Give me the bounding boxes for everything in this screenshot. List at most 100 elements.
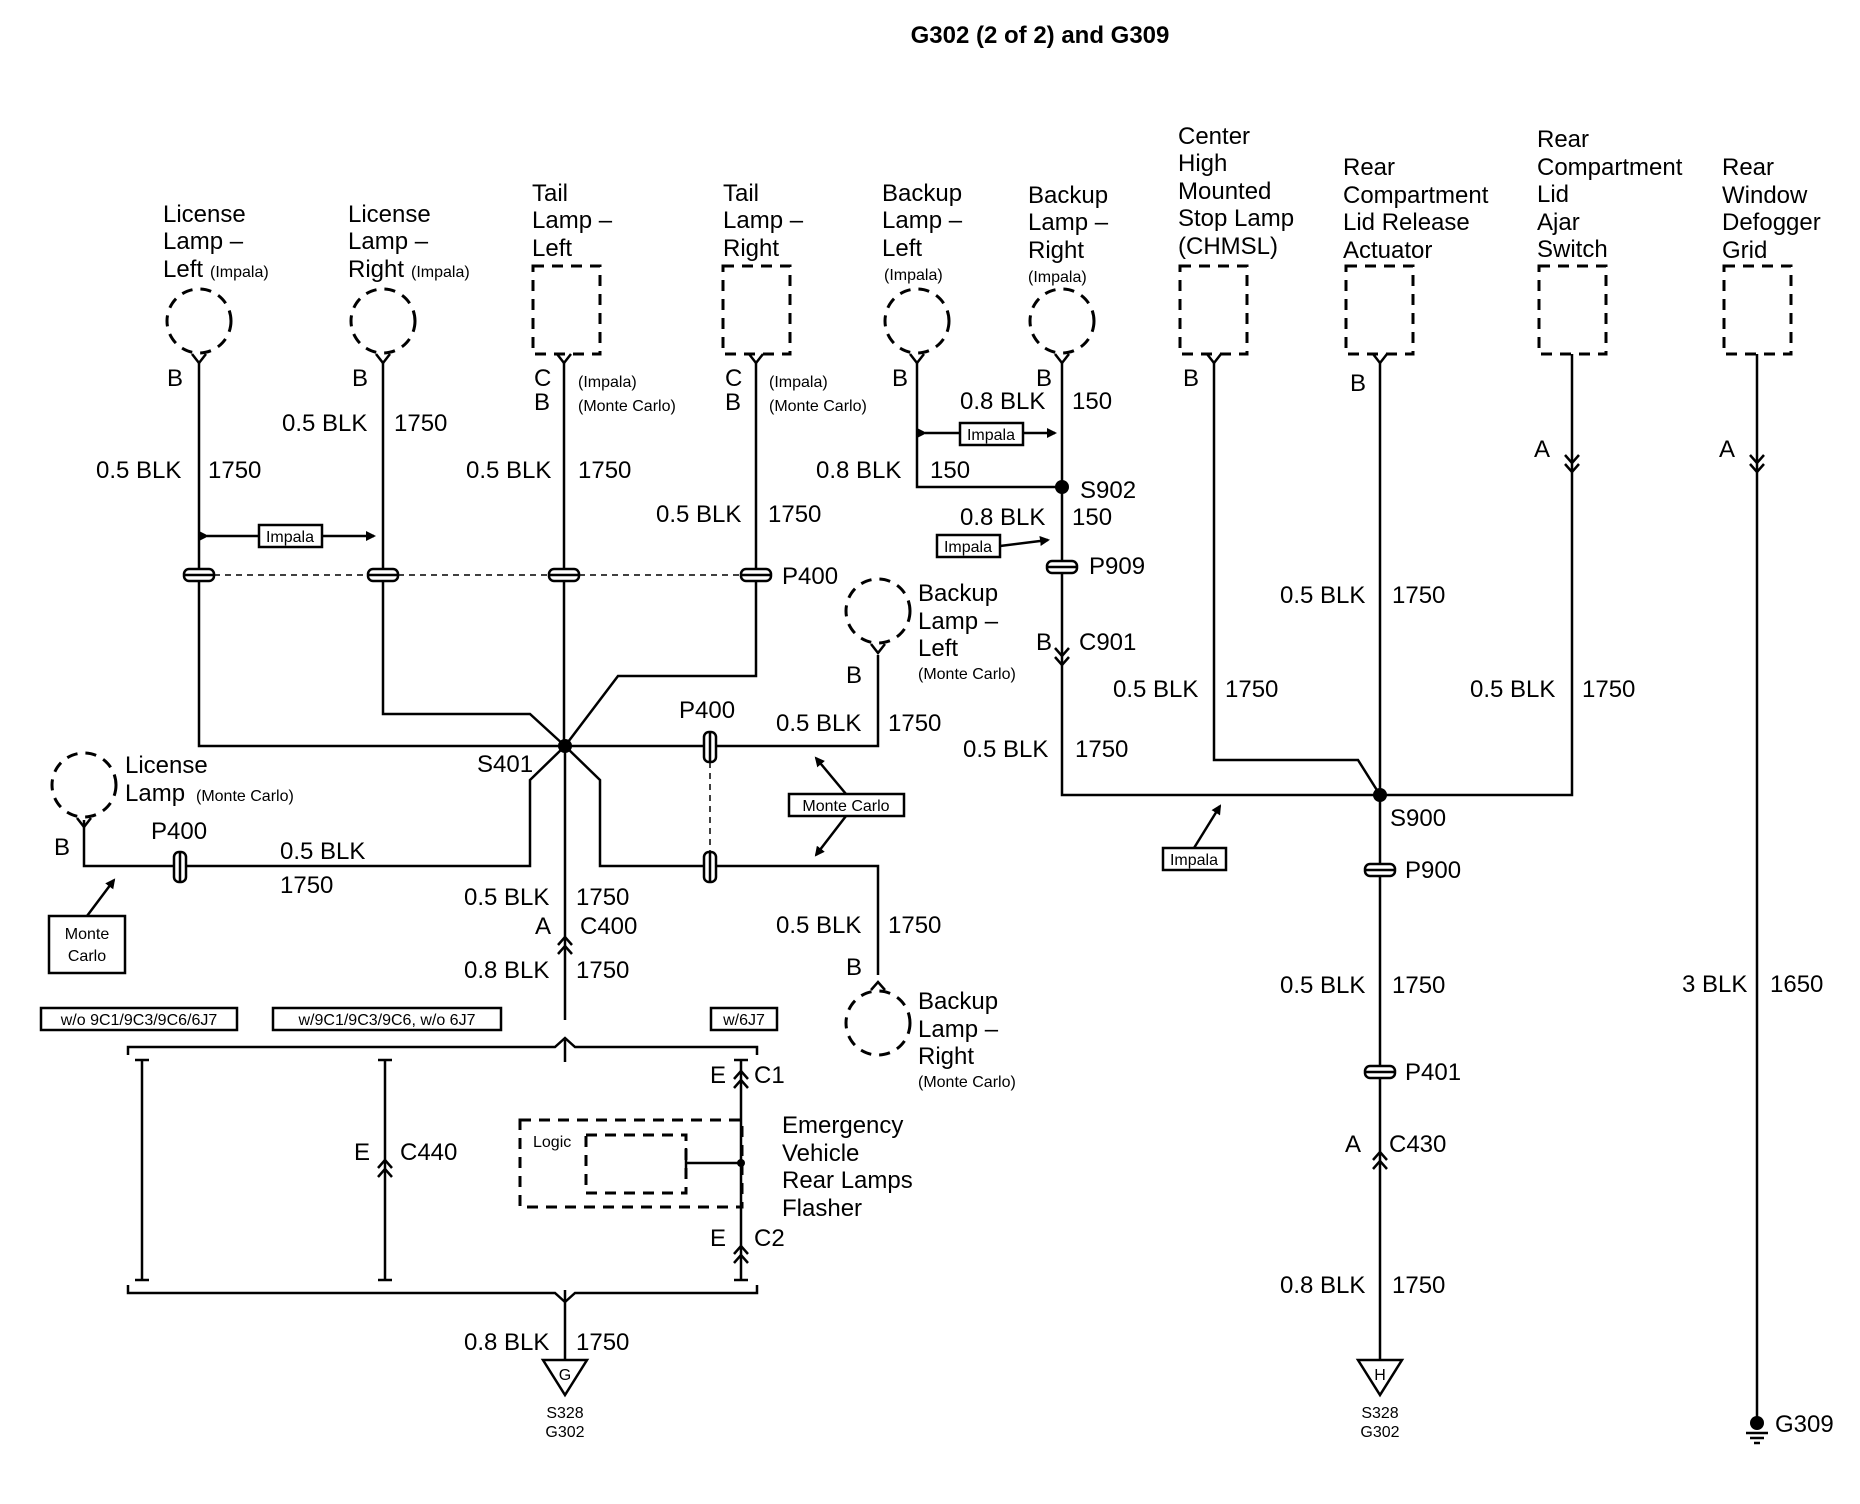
svg-text:1750: 1750 [1392, 972, 1445, 999]
svg-text:A: A [1719, 436, 1735, 463]
svg-text:(Monte Carlo): (Monte Carlo) [196, 788, 294, 805]
svg-text:Right: Right [723, 235, 779, 262]
svg-text:B: B [352, 365, 368, 392]
svg-text:Vehicle: Vehicle [782, 1140, 859, 1167]
tail-lamp-right-label: Tail Lamp – Right [723, 180, 804, 262]
rear-compartment-switch-label: Rear Compartment Lid Ajar Switch [1537, 126, 1683, 263]
rear-compartment-switch-box [1537, 264, 1608, 356]
svg-text:Switch: Switch [1537, 236, 1608, 263]
svg-text:(CHMSL): (CHMSL) [1178, 233, 1278, 260]
evrl-flasher-box [518, 1118, 744, 1209]
svg-text:Backup: Backup [918, 580, 998, 607]
svg-text:Stop Lamp: Stop Lamp [1178, 205, 1294, 232]
svg-text:C430: C430 [1389, 1131, 1446, 1158]
svg-text:Right: Right [918, 1043, 974, 1070]
chmsl-label: Center High Mounted Stop Lamp (CHMSL) [1178, 123, 1294, 260]
license-lamp-left-bulb-icon [165, 287, 233, 355]
option-box-impala-1: Impala [199, 523, 376, 549]
svg-text:Tail: Tail [532, 180, 568, 207]
svg-text:(Impala): (Impala) [884, 267, 943, 284]
svg-text:0.8 BLK: 0.8 BLK [960, 388, 1045, 415]
svg-text:(Monte Carlo): (Monte Carlo) [918, 666, 1016, 683]
svg-text:A: A [1534, 436, 1550, 463]
svg-text:S900: S900 [1390, 805, 1446, 832]
svg-text:C: C [534, 365, 551, 392]
license-lamp-mc-terminal [76, 817, 92, 830]
license-lamp-mc-label: License Lamp (Monte Carlo) B [54, 752, 294, 861]
svg-text:A: A [535, 913, 551, 940]
svg-text:1750: 1750 [1392, 1272, 1445, 1299]
svg-text:(Impala): (Impala) [1028, 269, 1087, 286]
svg-text:Monte: Monte [65, 926, 110, 943]
license-lamp-mc-bulb-icon [50, 751, 118, 819]
svg-text:0.8 BLK: 0.8 BLK [960, 504, 1045, 531]
backup-lamp-right-impala-label: Backup Lamp – Right (Impala) [1028, 182, 1109, 286]
svg-text:License: License [348, 201, 431, 228]
svg-text:Rear: Rear [1343, 154, 1395, 181]
svg-text:Left: Left [882, 235, 922, 262]
svg-text:G302: G302 [545, 1424, 584, 1441]
svg-text:Window: Window [1722, 182, 1808, 209]
svg-text:w/9C1/9C3/9C6, w/o 6J7: w/9C1/9C3/9C6, w/o 6J7 [298, 1012, 476, 1029]
svg-text:Carlo: Carlo [68, 948, 106, 965]
svg-text:1750: 1750 [888, 912, 941, 939]
svg-text:License: License [125, 752, 208, 779]
license-lamp-right-label: License Lamp – Right (Impala) [348, 201, 470, 283]
logic-label: Logic [533, 1134, 571, 1151]
svg-text:P400: P400 [679, 697, 735, 724]
splice-s401 [558, 739, 572, 753]
svg-text:License: License [163, 201, 246, 228]
svg-text:B: B [725, 389, 741, 416]
option-box-wo: w/o 9C1/9C3/9C6/6J7 [39, 1006, 239, 1032]
svg-text:0.5 BLK: 0.5 BLK [464, 884, 549, 911]
svg-text:Rear: Rear [1722, 154, 1774, 181]
option-box-monte-carlo: Monte Carlo [787, 756, 906, 857]
svg-text:1750: 1750 [1582, 676, 1635, 703]
svg-text:0.5 BLK: 0.5 BLK [280, 838, 365, 865]
svg-text:B: B [846, 662, 862, 689]
svg-text:Lid: Lid [1537, 181, 1569, 208]
svg-text:1750: 1750 [576, 1329, 629, 1356]
ground-g-icon: G S328 G302 [540, 1358, 590, 1441]
svg-text:Lamp –: Lamp – [918, 1016, 999, 1043]
svg-text:C1: C1 [754, 1062, 785, 1089]
svg-text:Impala: Impala [1170, 852, 1218, 869]
rear-defogger-label: Rear Window Defogger Grid [1722, 154, 1821, 264]
svg-text:Backup: Backup [1028, 182, 1108, 209]
svg-text:E: E [710, 1225, 726, 1252]
svg-text:P900: P900 [1405, 857, 1461, 884]
option-branch-lines [126, 1036, 759, 1304]
svg-text:B: B [1183, 365, 1199, 392]
svg-text:(Impala): (Impala) [578, 374, 637, 391]
svg-text:0.5 BLK: 0.5 BLK [963, 736, 1048, 763]
svg-text:G309: G309 [1775, 1411, 1834, 1438]
svg-text:P909: P909 [1089, 553, 1145, 580]
svg-text:Mounted: Mounted [1178, 178, 1271, 205]
svg-text:Lid Release: Lid Release [1343, 209, 1470, 236]
svg-text:B: B [1036, 365, 1052, 392]
svg-text:1750: 1750 [280, 872, 333, 899]
rear-compartment-actuator-box [1344, 264, 1415, 356]
svg-text:B: B [167, 365, 183, 392]
svg-text:150: 150 [930, 457, 970, 484]
svg-text:Lamp –: Lamp – [918, 608, 999, 635]
svg-text:0.8 BLK: 0.8 BLK [816, 457, 901, 484]
svg-text:E: E [710, 1062, 726, 1089]
svg-text:1750: 1750 [1075, 736, 1128, 763]
svg-text:1750: 1750 [1225, 676, 1278, 703]
svg-text:Left: Left [532, 235, 572, 262]
svg-text:Actuator: Actuator [1343, 237, 1432, 264]
svg-text:B: B [534, 389, 550, 416]
backup-lamp-left-impala-label: Backup Lamp – Left (Impala) [882, 180, 963, 284]
svg-text:(Monte Carlo): (Monte Carlo) [578, 398, 676, 415]
svg-text:0.5 BLK: 0.5 BLK [776, 912, 861, 939]
svg-text:(Monte Carlo): (Monte Carlo) [918, 1074, 1016, 1091]
wire-labels: 0.5 BLK 1750 0.5 BLK 1750 0.5 BLK 1750 0… [96, 388, 1823, 1356]
svg-text:A: A [1345, 1131, 1361, 1158]
svg-text:Compartment: Compartment [1343, 182, 1489, 209]
svg-text:w/o 9C1/9C3/9C6/6J7: w/o 9C1/9C3/9C6/6J7 [60, 1012, 218, 1029]
license-lamp-left-label: License Lamp – Left (Impala) [163, 201, 269, 283]
backup-lamp-left-mc-terminal [870, 643, 886, 656]
backup-lamp-right-mc-bulb-icon [844, 989, 912, 1057]
svg-text:0.8 BLK: 0.8 BLK [464, 957, 549, 984]
